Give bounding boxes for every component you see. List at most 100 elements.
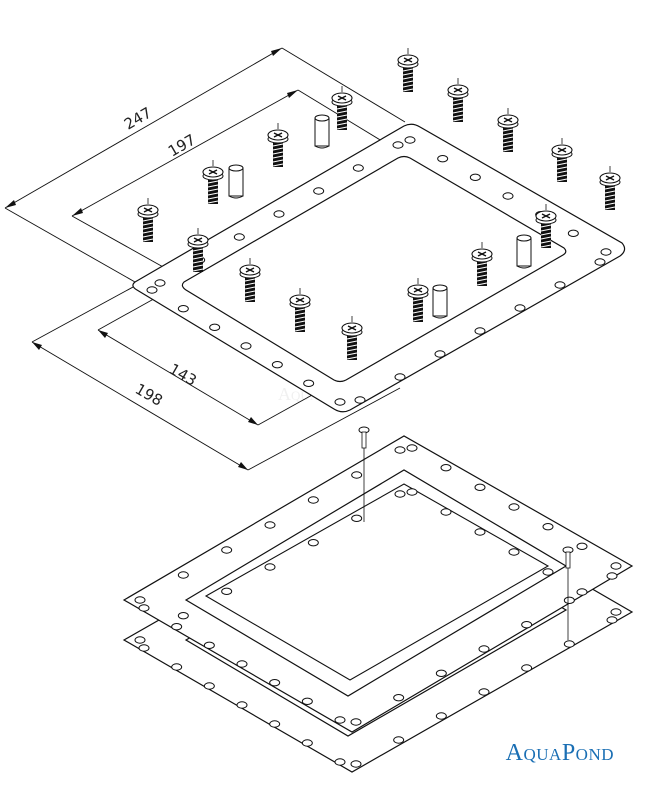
dim-arrow (271, 48, 282, 56)
screw (551, 138, 573, 182)
small-screw (358, 426, 370, 449)
gasket-hole (171, 622, 183, 631)
gasket-hole (563, 596, 575, 605)
plate-hole (514, 304, 526, 312)
dimension-label-247: 247 (121, 104, 155, 134)
gasket-hole (307, 496, 319, 504)
plate-hole (474, 327, 486, 335)
gasket-hole (542, 568, 554, 576)
gasket-holes (134, 444, 622, 768)
screw (397, 48, 419, 92)
gasket-hole (221, 546, 233, 554)
gasket-hole (393, 736, 405, 744)
spacer (314, 114, 330, 149)
plate-hole (354, 396, 366, 404)
gasket-hole (478, 688, 490, 696)
gasket-hole (351, 471, 363, 479)
front-plate (132, 123, 626, 413)
gasket-hole (264, 563, 276, 571)
gasket-hole (610, 608, 622, 616)
gasket-hole (394, 446, 406, 454)
small-screw (562, 546, 574, 569)
gasket-hole (406, 444, 418, 452)
plate-hole (154, 279, 166, 287)
plate-hole (313, 187, 325, 195)
gasket-hole (171, 663, 183, 671)
plate-hole (437, 154, 449, 163)
screw (331, 86, 353, 130)
gasket-hole (606, 572, 618, 580)
plate-hole (600, 248, 612, 256)
plate-hole (271, 360, 283, 369)
gasket-inner (204, 483, 550, 681)
screw (599, 166, 621, 210)
gasket-hole (394, 490, 406, 498)
gasket-hole (474, 528, 486, 536)
screw (202, 160, 224, 204)
screw (447, 78, 469, 122)
gasket-hole (521, 620, 533, 629)
spacer (228, 164, 244, 199)
screw (407, 278, 429, 322)
brand-logo: AquaPond (505, 740, 614, 766)
dimension-label-143: 143 (166, 360, 200, 390)
plate-hole (502, 192, 514, 200)
plate-hole (434, 350, 446, 358)
spacers (228, 114, 532, 319)
gasket-hole (134, 636, 146, 644)
gasket-hole (440, 508, 452, 516)
plate-hole (209, 323, 221, 332)
alignment-lines (363, 440, 569, 640)
plate-hole (334, 398, 346, 406)
screw (187, 228, 209, 272)
dim-arrow (72, 208, 83, 216)
dim-arrow (5, 200, 16, 208)
plate-hole (469, 173, 481, 182)
gasket-hole (478, 645, 490, 653)
gasket-hole (563, 640, 575, 648)
gasket-hole (134, 596, 146, 604)
screw (137, 198, 159, 242)
gasket-hole (542, 522, 554, 531)
gasket-hole (334, 716, 346, 724)
gasket-hole (440, 463, 452, 472)
gasket-hole (301, 739, 313, 747)
gasket-hole (406, 488, 418, 496)
gasket-hole (521, 664, 533, 672)
dim-arrow (287, 90, 298, 98)
gasket-hole (301, 697, 313, 706)
gasket-hole (177, 611, 189, 620)
gasket-hole (334, 758, 346, 766)
gasket-hole (393, 693, 405, 702)
plate-hole (567, 229, 579, 238)
plate-hole (240, 342, 252, 350)
plate-hole (594, 258, 606, 266)
dim-arrow (238, 462, 248, 470)
plate-hole (394, 373, 406, 381)
gasket-hole (350, 760, 362, 768)
gasket-hole (221, 587, 233, 596)
gasket-hole (474, 483, 486, 492)
plate-hole (273, 210, 285, 218)
gasket-hole (351, 514, 363, 523)
gasket-hole (610, 562, 622, 570)
gasket-hole (435, 712, 447, 720)
gasket-hole (236, 660, 248, 668)
gasket-hole (138, 644, 150, 652)
screw (239, 258, 261, 302)
gasket-hole (576, 588, 588, 596)
dim-arrow (248, 417, 258, 425)
screw (535, 204, 557, 248)
gasket-hole (264, 521, 276, 529)
plate-hole (233, 233, 245, 241)
gasket-hole (307, 538, 319, 547)
gasket-hole (177, 571, 189, 579)
screw (497, 108, 519, 152)
gasket-hole (269, 720, 281, 728)
screw (267, 123, 289, 167)
screw (341, 316, 363, 360)
gasket-hole (508, 548, 520, 556)
gasket-hole (508, 503, 520, 511)
plate-hole (146, 286, 158, 294)
